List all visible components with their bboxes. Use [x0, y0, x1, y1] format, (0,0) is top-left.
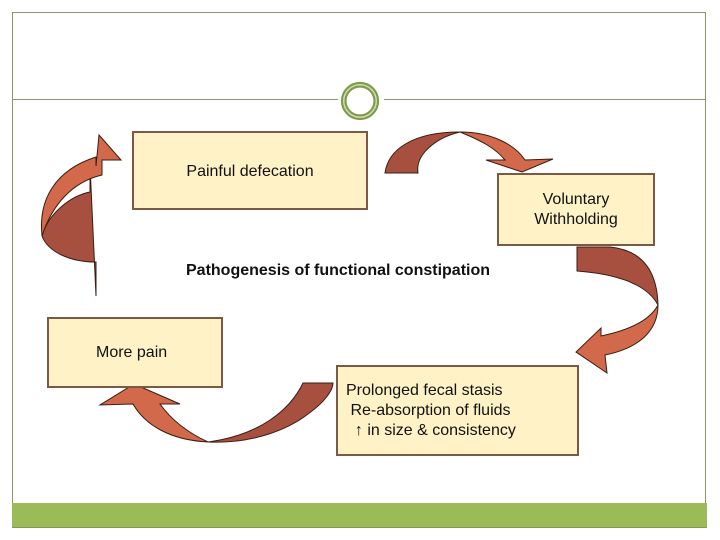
step-label: Painful defecation — [186, 162, 314, 180]
curved-arrow-icon — [384, 131, 554, 174]
curved-arrow-icon — [40, 133, 123, 297]
step-label: Re-absorption of fluids — [346, 402, 511, 419]
step-label: ↑ in size & consistency — [346, 422, 516, 439]
step-prolonged-fecal-stasis: Prolonged fecal stasis Re-absorption of … — [336, 365, 579, 456]
curved-arrow-icon — [98, 382, 334, 443]
step-label: Prolonged fecal stasis — [346, 382, 503, 399]
step-label: Voluntary — [542, 190, 610, 208]
ring-ornament-icon — [340, 81, 380, 121]
step-more-pain: More pain — [47, 317, 223, 388]
curved-arrow-icon — [575, 246, 659, 375]
header-divider-right — [384, 99, 706, 100]
header-divider-left — [12, 99, 338, 100]
step-label: More pain — [96, 343, 168, 361]
footer-accent-band — [12, 503, 707, 528]
step-painful-defecation: Painful defecation — [132, 131, 368, 210]
step-voluntary-withholding: Voluntary Withholding — [497, 173, 655, 246]
diagram-title: Pathogenesis of functional constipation — [186, 262, 491, 279]
step-label: Withholding — [534, 210, 618, 228]
